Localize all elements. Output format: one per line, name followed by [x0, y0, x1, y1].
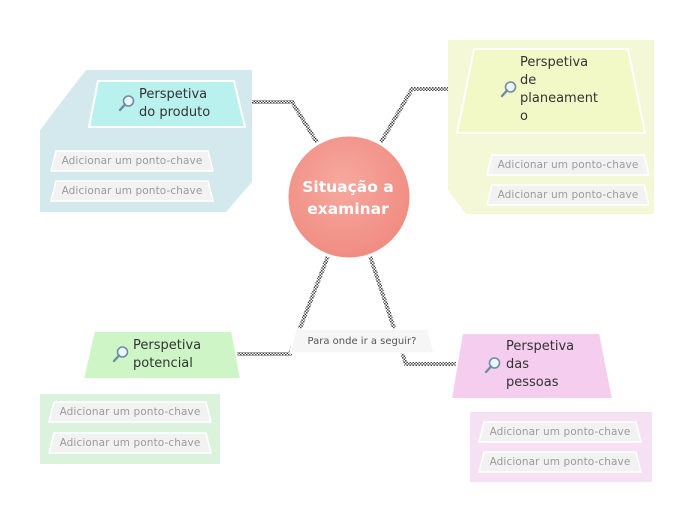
keypoint-potencial-2[interactable]: Adicionar um ponto-chave — [48, 432, 212, 454]
keypoint-label: Adicionar um ponto-chave — [61, 155, 203, 167]
keypoint-label: Adicionar um ponto-chave — [497, 189, 639, 201]
next-step-label[interactable]: Para onde ir a seguir? — [307, 335, 417, 347]
connector-produto — [234, 100, 320, 146]
keypoint-shape — [48, 401, 212, 423]
node-planeamento[interactable]: Perspetiva de planeament o — [456, 48, 646, 134]
keypoint-label: Adicionar um ponto-chave — [489, 426, 631, 438]
node-planeamento-shape — [456, 48, 646, 134]
keypoint-label: Adicionar um ponto-chave — [61, 185, 203, 197]
node-pessoas-shape — [450, 332, 614, 400]
magnifier-icon — [118, 95, 135, 112]
center-node-shape — [285, 133, 413, 261]
node-planeamento-title: Perspetiva de planeament o — [520, 55, 599, 124]
keypoint-potencial-1[interactable]: Adicionar um ponto-chave — [48, 401, 212, 423]
keypoint-pessoas-2[interactable]: Adicionar um ponto-chave — [478, 451, 642, 473]
keypoint-planeamento-1[interactable]: Adicionar um ponto-chave — [486, 154, 650, 176]
keypoint-produto-2[interactable]: Adicionar um ponto-chave — [50, 180, 214, 202]
keypoint-produto-1[interactable]: Adicionar um ponto-chave — [50, 150, 214, 172]
keypoint-label: Adicionar um ponto-chave — [59, 437, 201, 449]
node-potencial-shape — [82, 330, 242, 380]
keypoint-shape — [48, 432, 212, 454]
keypoint-pessoas-1[interactable]: Adicionar um ponto-chave — [478, 421, 642, 443]
node-produto[interactable]: Perspetiva do produto — [88, 80, 246, 128]
keypoint-shape — [50, 180, 214, 202]
connector-pessoas — [368, 255, 462, 366]
keypoint-shape — [486, 154, 650, 176]
keypoint-shape — [50, 150, 214, 172]
keypoint-shape — [478, 451, 642, 473]
connector-potencial — [232, 255, 330, 356]
keypoint-planeamento-2[interactable]: Adicionar um ponto-chave — [486, 184, 650, 206]
node-produto-shape — [88, 80, 246, 128]
keypoint-label: Adicionar um ponto-chave — [497, 159, 639, 171]
node-pessoas[interactable]: Perspetiva das pessoas — [450, 332, 614, 400]
keypoint-shape — [486, 184, 650, 206]
keypoint-shape — [478, 421, 642, 443]
node-potencial-title: Perspetiva potencial — [133, 338, 202, 371]
keypoint-label: Adicionar um ponto-chave — [489, 456, 631, 468]
magnifier-icon — [500, 81, 517, 98]
center-topic[interactable]: Situação a examinar — [302, 178, 394, 218]
node-pessoas-title: Perspetiva das pessoas — [506, 339, 575, 390]
node-produto-title: Perspetiva do produto — [139, 87, 211, 120]
next-label-shape — [289, 328, 435, 354]
magnifier-icon — [484, 357, 501, 374]
magnifier-icon — [112, 346, 129, 363]
keypoint-label: Adicionar um ponto-chave — [59, 406, 201, 418]
node-potencial[interactable]: Perspetiva potencial — [82, 330, 242, 380]
